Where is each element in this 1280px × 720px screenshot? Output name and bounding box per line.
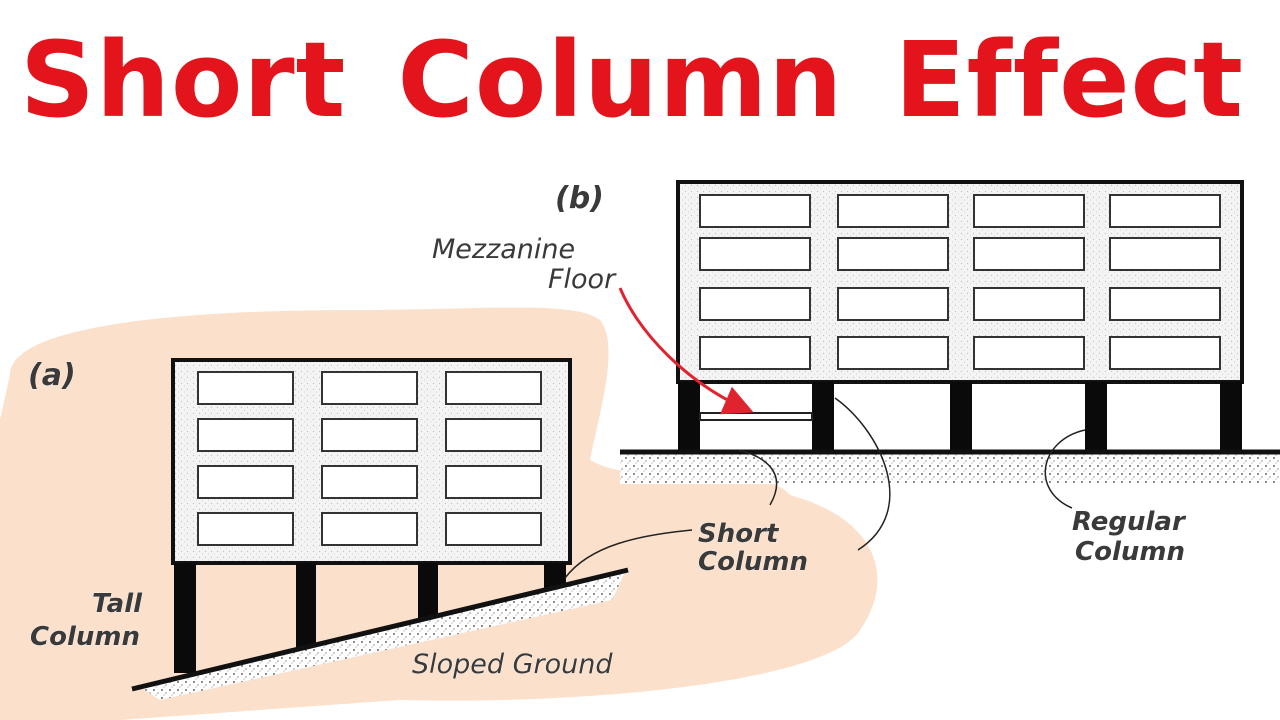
slope-line <box>131 567 629 692</box>
title-bar: Short Column Effect <box>0 0 1280 160</box>
column <box>812 382 834 452</box>
column <box>950 382 972 452</box>
label-regular-column: Column <box>1075 537 1185 567</box>
label-mezzanine: Mezzanine <box>432 234 575 265</box>
label-tall-column: Column <box>30 622 140 652</box>
label-panel-b: (b) <box>555 181 604 216</box>
label-floor: Floor <box>548 264 617 295</box>
label-sloped-ground: Sloped Ground <box>412 649 613 680</box>
building-b-columns <box>678 382 1242 452</box>
building-a-columns <box>174 563 566 673</box>
building-a-windows <box>197 371 542 546</box>
building-b <box>620 180 1280 484</box>
title-word-effect: Effect <box>894 19 1244 141</box>
column <box>1085 382 1107 452</box>
tall-column <box>174 563 196 673</box>
mezzanine-slab <box>699 412 813 421</box>
column <box>418 563 438 628</box>
label-short-column: Column <box>698 547 808 577</box>
column <box>678 382 700 452</box>
column <box>296 563 316 653</box>
short-column-a <box>544 563 566 590</box>
short-column-a-leader <box>564 529 693 579</box>
flat-ground <box>620 452 1280 484</box>
short-column-diagram: (a) (b) Mezzanine Floor Tall Column Shor… <box>0 180 1280 720</box>
column <box>1220 382 1242 452</box>
mezzanine-arrow <box>618 287 754 415</box>
leader-lines <box>564 397 1086 579</box>
building-b-windows <box>699 194 1221 370</box>
label-regular: Regular <box>1072 507 1187 537</box>
title-word-short: Short <box>20 19 347 141</box>
short-column-b-leader <box>834 397 891 551</box>
title-word-column: Column <box>397 19 844 141</box>
building-a <box>131 358 629 700</box>
label-short: Short <box>698 519 780 549</box>
label-panel-a: (a) <box>28 358 76 393</box>
label-tall: Tall <box>92 589 143 619</box>
regular-column-leader <box>1044 429 1086 509</box>
short-column-b-leader-2 <box>737 449 778 506</box>
sloped-ground <box>140 572 625 700</box>
